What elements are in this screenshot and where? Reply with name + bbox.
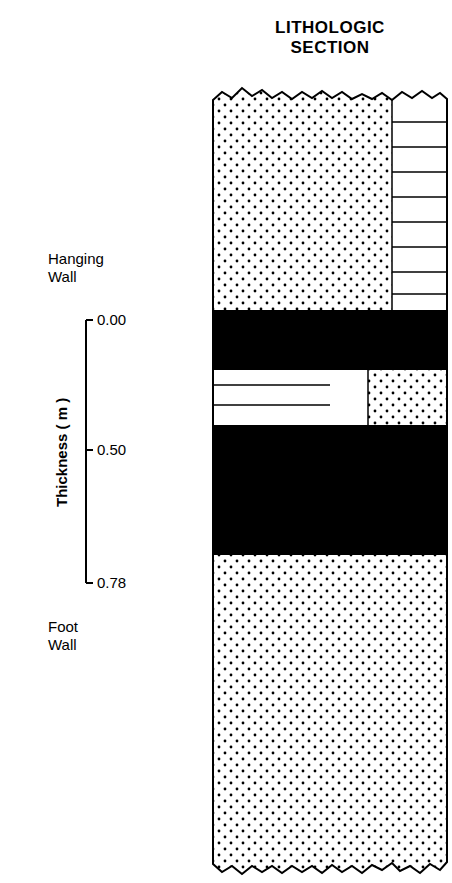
column-outline	[213, 88, 447, 874]
scale-value: 0.50	[97, 441, 126, 459]
rock-layers	[213, 80, 447, 883]
section-title: LITHOLOGIC SECTION	[265, 18, 395, 59]
thickness-scale	[86, 320, 93, 583]
wall-label: Foot Wall	[48, 618, 108, 654]
wall-label: Hanging Wall	[48, 250, 108, 286]
scale-value: 0.00	[97, 311, 126, 329]
scale-value: 0.78	[97, 574, 126, 592]
axis-title: Thickness ( m )	[53, 397, 71, 506]
